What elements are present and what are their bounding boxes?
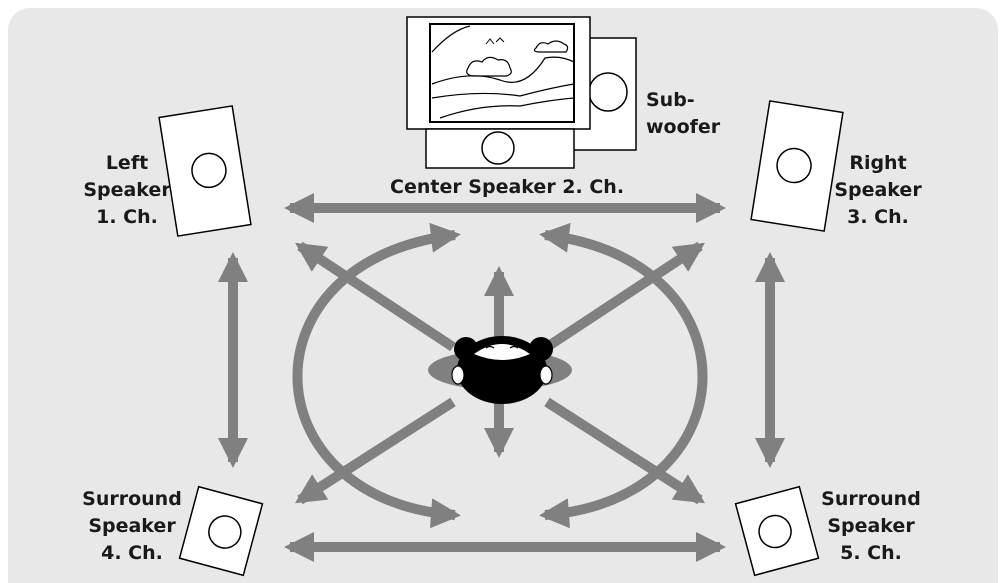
screen-hills [431, 56, 575, 85]
right-speaker-label-line-3: 3. Ch. [847, 206, 909, 228]
arrow-to-front-right [544, 241, 706, 352]
television [406, 16, 637, 169]
surround-right-label-line-2: Speaker [827, 515, 915, 537]
arrow-to-rear-left [294, 397, 456, 505]
center-speaker-cone [481, 131, 515, 165]
subwoofer-label-line-1: Sub- [646, 89, 695, 111]
surround-left-speaker [178, 485, 264, 577]
screen-sun-arc [431, 25, 471, 53]
center-speaker-label-text: Center Speaker 2. Ch. [390, 176, 625, 198]
left-speaker [158, 105, 252, 237]
surround-right-label-line-3: 5. Ch. [840, 542, 902, 564]
subwoofer-label-line-2: woofer [646, 116, 721, 138]
screen-river-2 [439, 97, 575, 119]
left-speaker-label-line-1: Left [105, 152, 149, 174]
left-speaker-label-line-3: 1. Ch. [96, 206, 158, 228]
screen-river-1 [431, 83, 575, 99]
left-speaker-label-line-2: Speaker [83, 179, 171, 201]
subwoofer-label: Sub- woofer [646, 87, 726, 141]
right-speaker-label-line-2: Speaker [834, 179, 922, 201]
arc-right [539, 222, 708, 529]
surround-right-label: Surround Speaker 5. Ch. [816, 486, 926, 567]
surround-left-label-line-3: 4. Ch. [101, 542, 163, 564]
center-speaker-label: Center Speaker 2. Ch. [390, 174, 625, 201]
surround-right-speaker [734, 485, 820, 577]
surround-left-label: Surround Speaker 4. Ch. [77, 486, 187, 567]
subwoofer-cone [588, 72, 628, 112]
arrow-to-rear-right [544, 397, 706, 505]
left-speaker-label: Left Speaker 1. Ch. [82, 150, 172, 231]
arc-left [292, 222, 461, 529]
arrow-to-front-left [294, 241, 456, 352]
right-speaker-label-line-1: Right [849, 152, 907, 174]
surround-left-label-line-2: Speaker [88, 515, 176, 537]
surround-left-label-line-1: Surround [82, 488, 182, 510]
right-speaker-label: Right Speaker 3. Ch. [828, 150, 928, 231]
right-speaker [750, 100, 844, 232]
listener-icon [428, 336, 572, 404]
sound-arrows [218, 193, 785, 562]
screen-cloud-2 [533, 40, 569, 53]
surround-right-label-line-1: Surround [821, 488, 921, 510]
screen-birds [485, 37, 505, 45]
